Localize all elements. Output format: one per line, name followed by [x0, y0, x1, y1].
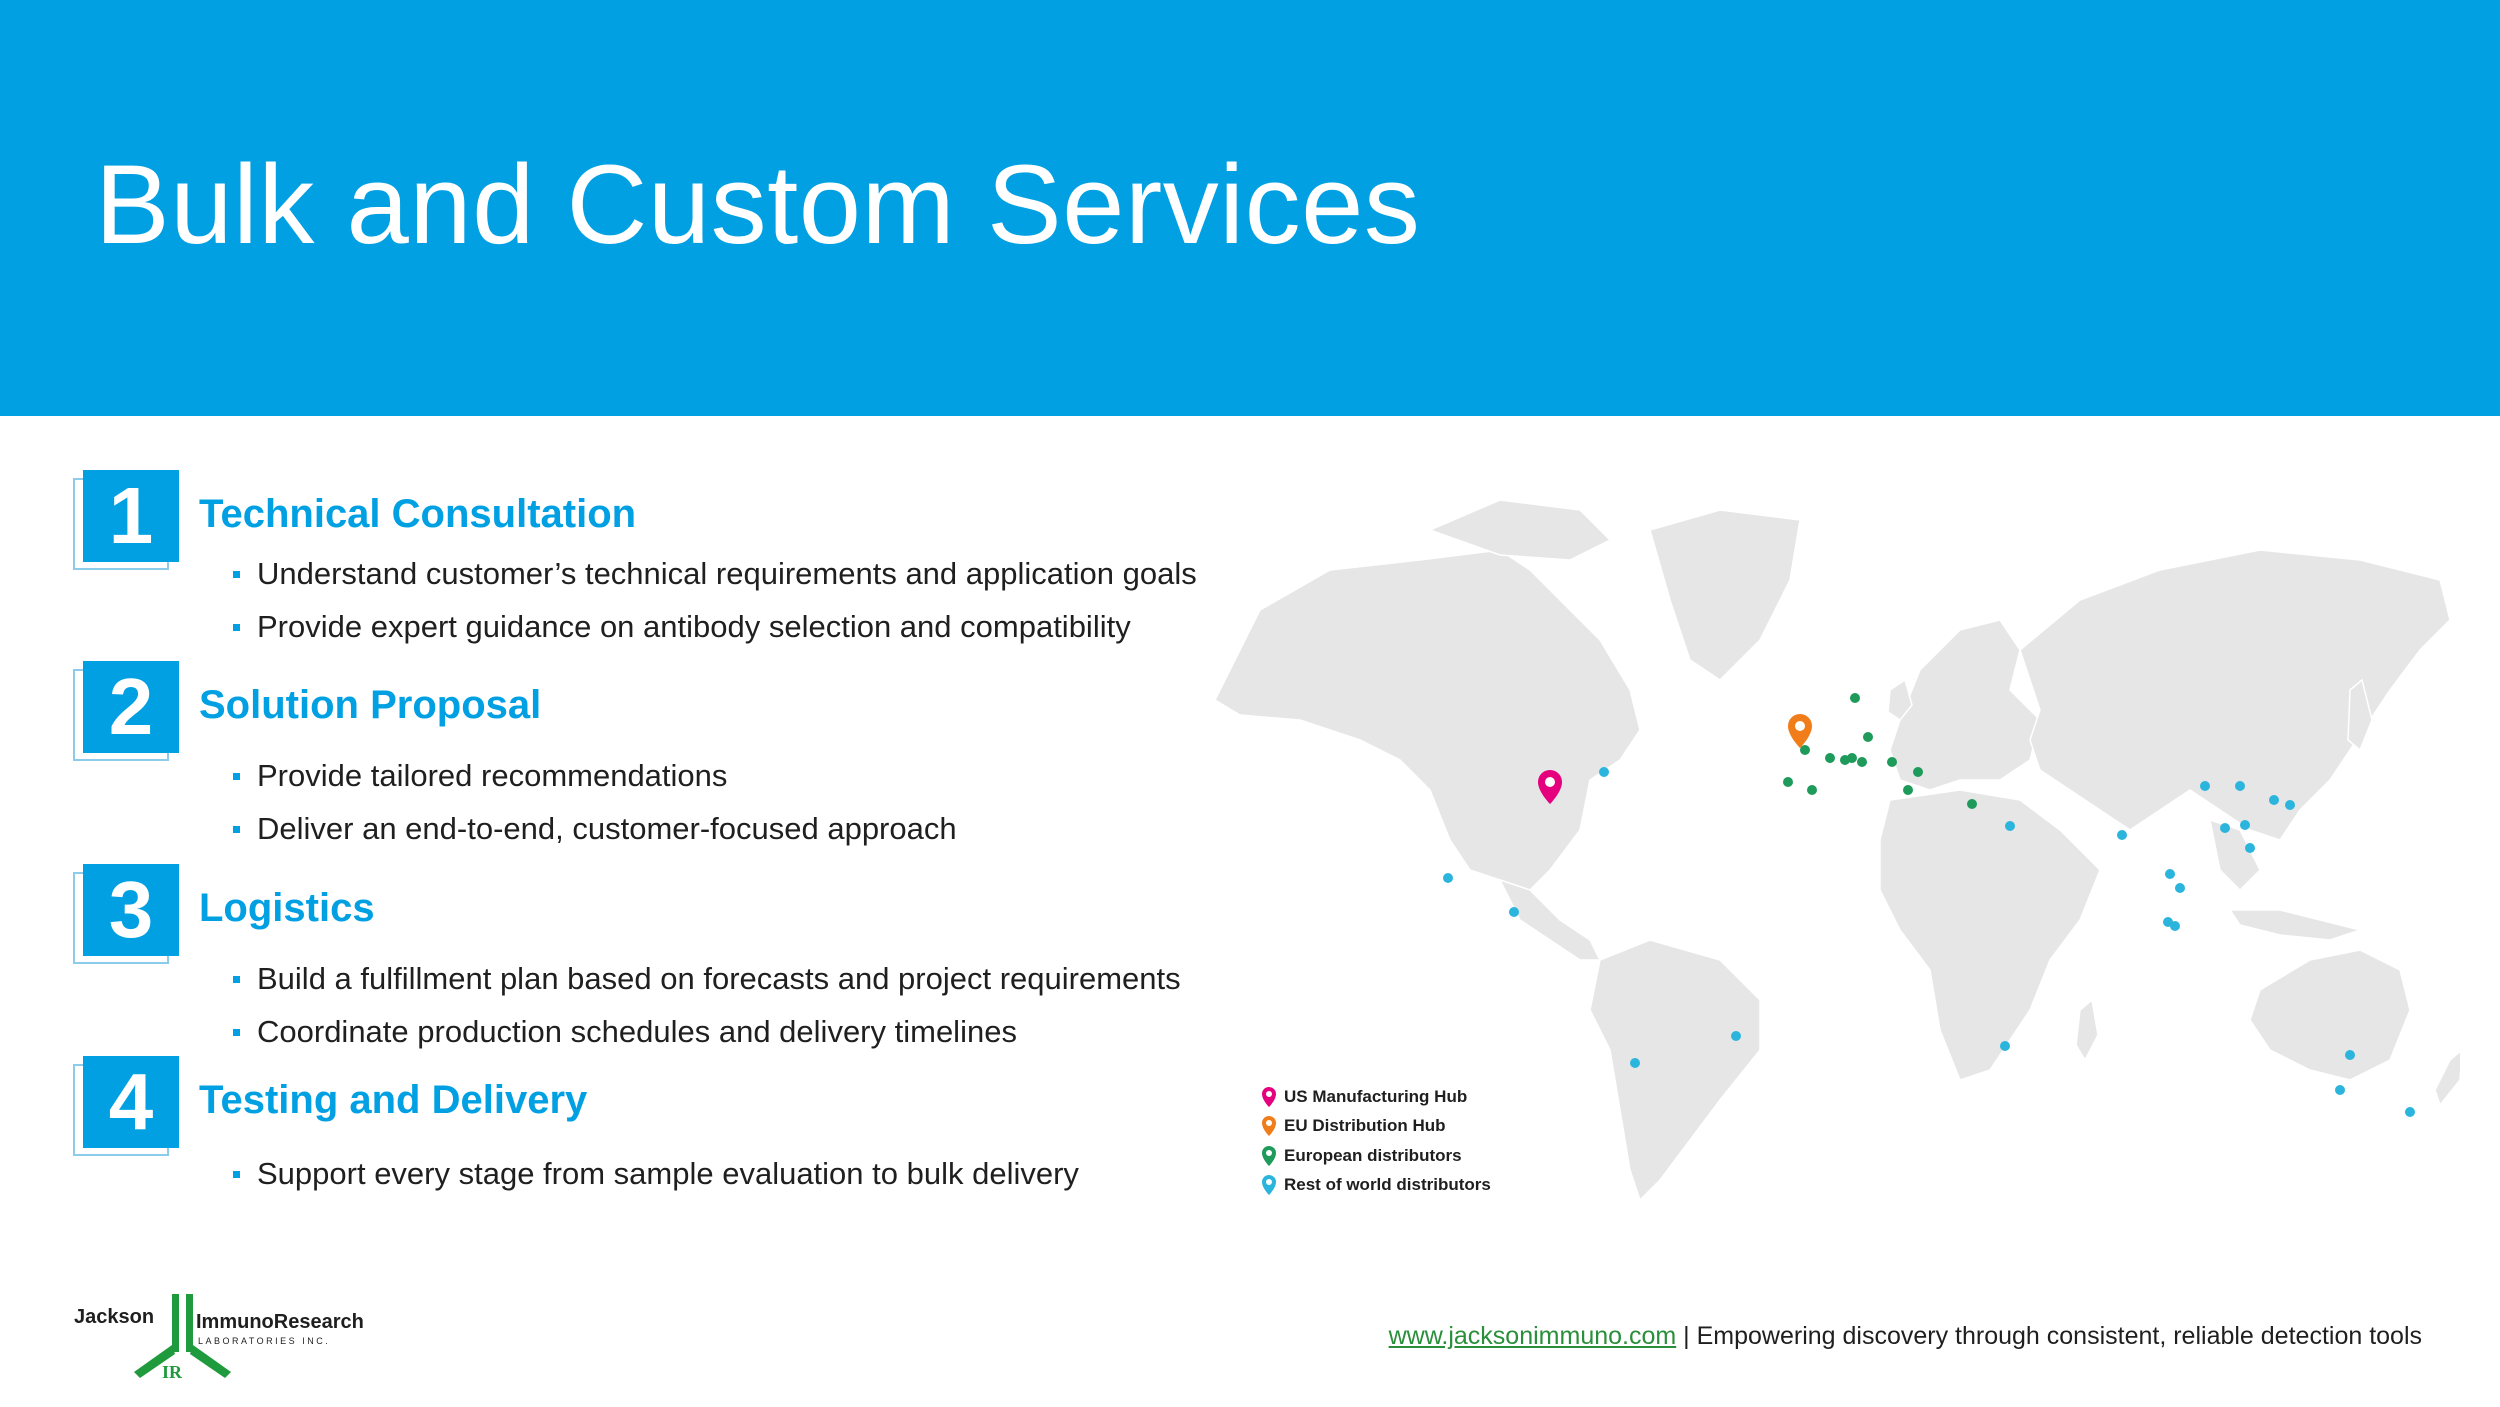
step-title: Solution Proposal	[199, 683, 542, 727]
legend-label: EU Distribution Hub	[1284, 1116, 1446, 1136]
japan	[2347, 678, 2373, 752]
map-legend: US Manufacturing Hub EU Distribution Hub…	[1262, 1082, 1491, 1200]
bullet-item: Coordinate production schedules and deli…	[233, 1012, 1181, 1065]
central-america	[1498, 878, 1602, 961]
step-bullets: Understand customer’s technical requirem…	[233, 554, 1197, 660]
step-number-badge: 4	[73, 1056, 179, 1156]
pin-icon	[1262, 1116, 1276, 1137]
legend-label: European distributors	[1284, 1145, 1462, 1165]
header-banner: Bulk and Custom Services	[0, 0, 2500, 416]
pin-icon	[1262, 1145, 1276, 1166]
company-logo: Jackson ImmunoResearch LABORATORIES INC.…	[74, 1294, 364, 1380]
bullet-item: Build a fulfillment plan based on foreca…	[233, 959, 1181, 1012]
step-title: Technical Consultation	[199, 492, 637, 536]
southeast-asia	[2209, 818, 2261, 892]
step-number: 1	[83, 470, 179, 562]
new-zealand	[2434, 1050, 2460, 1107]
bullet-item: Understand customer’s technical requirem…	[233, 554, 1197, 607]
footer-tagline: Empowering discovery through consistent,…	[1696, 1322, 2422, 1350]
asia	[2019, 549, 2451, 841]
footer: www.jacksonimmuno.com | Empowering disco…	[1389, 1322, 2422, 1351]
bullet-item: Support every stage from sample evaluati…	[233, 1154, 1079, 1207]
pin-icon	[1262, 1086, 1276, 1107]
eu-distribution-hub-marker	[1788, 714, 1812, 748]
uk-ireland	[1887, 678, 1913, 722]
logo-emblem	[134, 1294, 231, 1378]
step-bullets: Build a fulfillment plan based on foreca…	[233, 959, 1181, 1065]
page-title: Bulk and Custom Services	[95, 142, 1421, 267]
us-manufacturing-hub-marker	[1538, 770, 1562, 804]
distributor-markers	[1443, 693, 2415, 1117]
pin-icon	[1262, 1175, 1276, 1196]
step-bullets: Provide tailored recommendations Deliver…	[233, 756, 957, 862]
logo-text-left: Jackson	[74, 1306, 154, 1328]
greenland	[1649, 509, 1801, 681]
bullet-item: Deliver an end-to-end, customer-focused …	[233, 809, 957, 862]
legend-label: Rest of world distributors	[1284, 1175, 1491, 1195]
canada-islands	[1427, 499, 1612, 561]
north-america	[1214, 549, 1641, 891]
madagascar	[2075, 998, 2099, 1062]
website-link[interactable]: www.jacksonimmuno.com	[1388, 1322, 1677, 1350]
bullet-item: Provide tailored recommendations	[233, 756, 957, 809]
step-number: 3	[83, 864, 179, 956]
legend-item-eu-hub: EU Distribution Hub	[1262, 1112, 1491, 1142]
step-number-badge: 3	[73, 864, 179, 964]
european-distributor-markers	[1783, 693, 1977, 809]
step-number-badge: 1	[73, 470, 179, 570]
step-number: 4	[83, 1056, 179, 1148]
legend-label: US Manufacturing Hub	[1284, 1086, 1468, 1106]
step-number-badge: 2	[73, 661, 179, 761]
step-title: Logistics	[199, 886, 375, 930]
step-number: 2	[83, 661, 179, 753]
step-bullets: Support every stage from sample evaluati…	[233, 1154, 1079, 1207]
legend-item-european-distributors: European distributors	[1262, 1141, 1491, 1171]
logo-tagline: LABORATORIES INC.	[198, 1336, 330, 1346]
south-america	[1589, 939, 1761, 1202]
step-title: Testing and Delivery	[199, 1078, 588, 1122]
australia	[2249, 949, 2411, 1081]
logo-monogram: IR	[162, 1362, 183, 1380]
legend-item-rest-of-world: Rest of world distributors	[1262, 1171, 1491, 1201]
legend-item-us-hub: US Manufacturing Hub	[1262, 1082, 1491, 1112]
world-distribution-map	[1214, 499, 2460, 1202]
indonesia	[2228, 909, 2363, 941]
logo-text-right: ImmunoResearch	[196, 1311, 364, 1333]
bullet-item: Provide expert guidance on antibody sele…	[233, 607, 1197, 660]
rest-of-world-markers	[1443, 767, 2415, 1117]
africa	[1879, 789, 2101, 1081]
footer-separator: |	[1676, 1322, 1697, 1350]
world-land	[1214, 499, 2460, 1202]
